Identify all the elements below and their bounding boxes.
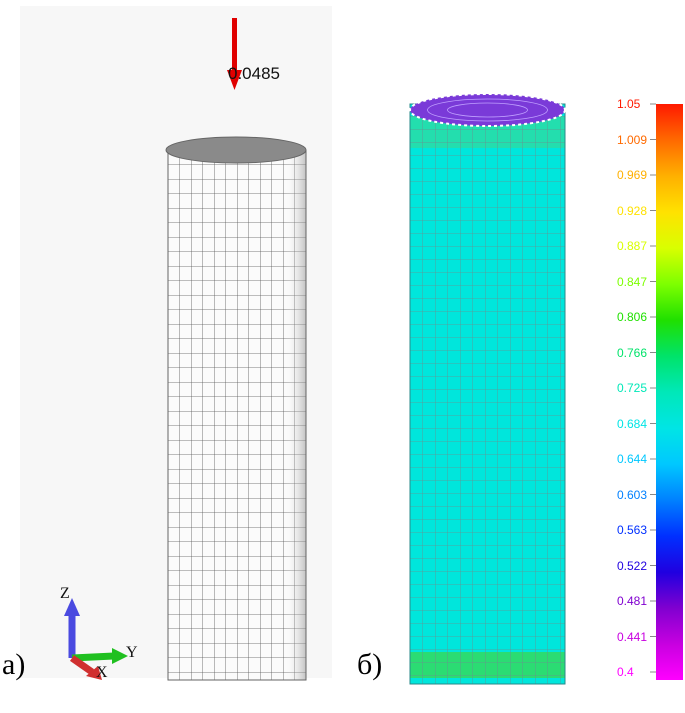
- legend-value-label: 0.969: [617, 168, 648, 182]
- mesh-cylinder-contour: [409, 93, 566, 685]
- legend-value-label: 0.887: [617, 239, 648, 253]
- color-legend-bar: [650, 103, 683, 680]
- legend-gradient: [656, 104, 683, 680]
- legend-value-label: 0.684: [617, 416, 648, 431]
- coordinate-axes-icon: [64, 598, 128, 680]
- legend-value-label: 0.806: [617, 310, 648, 324]
- legend-value-label: 0.847: [617, 274, 648, 289]
- load-arrow-icon: [227, 18, 242, 90]
- legend-value-label: 0.4: [617, 665, 634, 679]
- mesh-cylinder-undeformed: [165, 136, 307, 681]
- legend-value-label: 0.441: [617, 629, 648, 644]
- caption-b: б): [357, 648, 383, 681]
- legend-value-label: 0.481: [617, 594, 648, 608]
- legend-value-label: 0.603: [617, 487, 648, 502]
- legend-value-label: 0.725: [617, 381, 648, 395]
- legend-value-label: 0.644: [617, 452, 648, 466]
- legend-value-label: 0.928: [617, 203, 648, 218]
- axis-y-label: Y: [126, 644, 138, 661]
- legend-value-label: 0.522: [617, 558, 648, 573]
- legend-value-label: 1.05: [617, 97, 641, 111]
- load-value-label: 0.0485: [228, 64, 280, 83]
- legend-value-label: 0.563: [617, 523, 648, 537]
- legend-value-label: 1.009: [617, 132, 648, 147]
- axis-x-label: X: [96, 664, 108, 681]
- caption-a: а): [2, 648, 26, 681]
- legend-value-label: 0.766: [617, 345, 648, 360]
- axis-z-label: Z: [60, 585, 70, 602]
